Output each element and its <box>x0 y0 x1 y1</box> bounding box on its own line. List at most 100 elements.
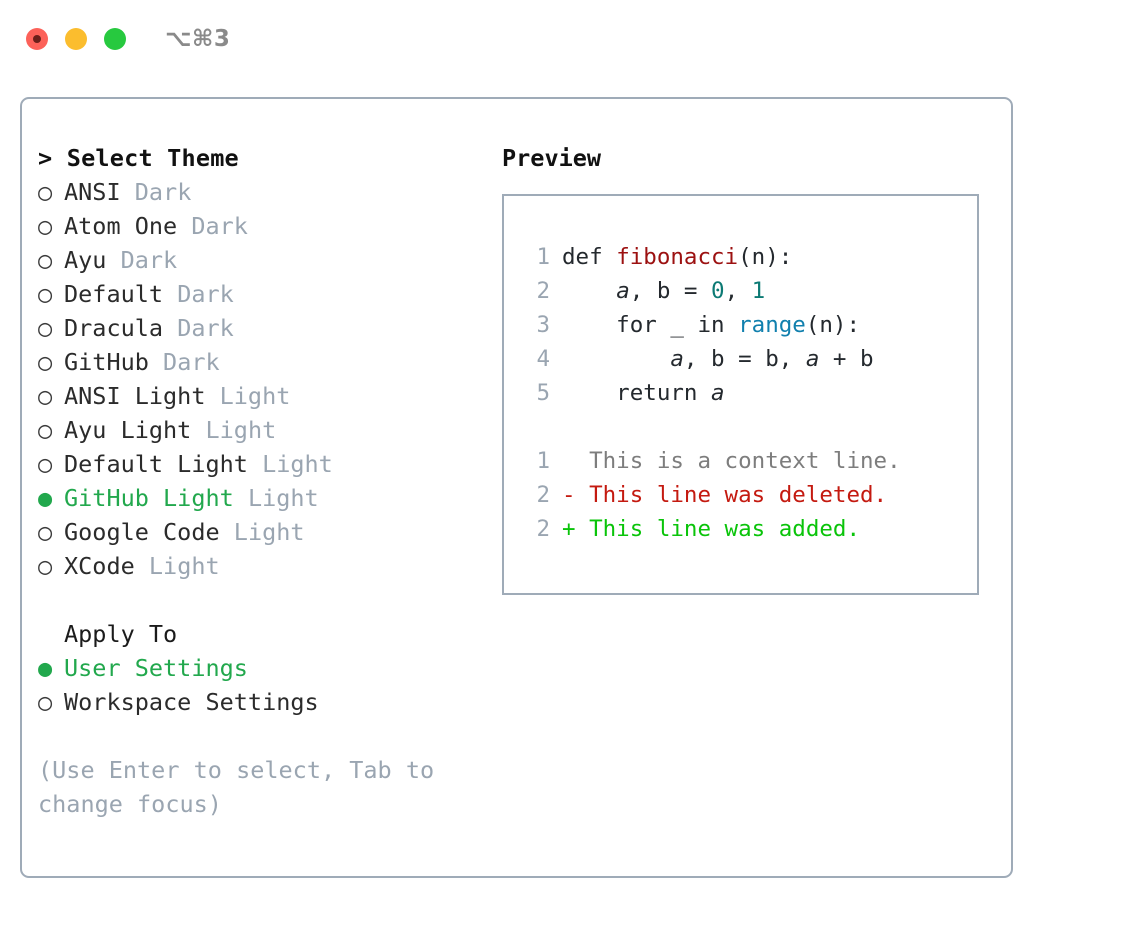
maximize-button[interactable] <box>104 28 126 50</box>
apply-to-option-workspace-settings[interactable]: ○ Workspace Settings <box>38 685 508 719</box>
theme-option-label: Ayu Light <box>64 416 192 444</box>
radio-unselected-icon[interactable]: ○ <box>38 552 53 580</box>
theme-variant-tag: Light <box>205 416 277 444</box>
code-token-plain: (n): <box>738 244 793 270</box>
theme-selector-panel: > Select Theme ○ANSI Dark○Atom One Dark○… <box>20 97 1013 878</box>
code-token-var: a <box>805 346 820 372</box>
theme-option-xcode[interactable]: ○ XCode Light <box>38 549 508 583</box>
diff-line-number: 2 <box>536 516 550 542</box>
code-token-var: a <box>616 278 630 304</box>
radio-unselected-icon[interactable]: ○ <box>38 280 53 308</box>
code-token-plain: (n): <box>805 312 861 338</box>
theme-options-list[interactable]: ○ANSI Dark○Atom One Dark○Ayu Dark○Defaul… <box>38 175 508 583</box>
apply-to-option-label: Workspace Settings <box>64 688 319 716</box>
radio-unselected-icon[interactable]: ○ <box>38 178 53 206</box>
radio-unselected-icon[interactable]: ○ <box>38 314 53 342</box>
select-theme-header: > Select Theme <box>38 141 508 175</box>
theme-variant-tag: Dark <box>134 178 192 206</box>
theme-variant-tag: Dark <box>177 314 234 342</box>
code-line-number: 4 <box>536 346 550 372</box>
theme-variant-tag: Dark <box>120 246 178 274</box>
theme-variant-tag: Light <box>219 382 291 410</box>
title-bar: ⌥⌘3 <box>0 0 1140 78</box>
theme-option-dracula[interactable]: ○Dracula Dark <box>38 311 508 345</box>
code-token-var: a <box>670 346 684 372</box>
theme-option-github-light[interactable]: ● GitHub Light Light <box>38 481 508 515</box>
diff-sign: - <box>562 482 576 508</box>
theme-option-label: Ayu <box>64 246 107 274</box>
close-button[interactable] <box>26 28 48 50</box>
code-token-kwfn: range <box>738 312 806 338</box>
theme-option-ansi-light[interactable]: ○ANSI Light Light <box>38 379 508 413</box>
code-token-fn: fibonacci <box>616 244 739 270</box>
radio-unselected-icon[interactable]: ○ <box>38 212 53 240</box>
code-line-number: 5 <box>536 380 550 406</box>
code-token-num: 1 <box>751 278 766 304</box>
theme-option-default[interactable]: ○Default Dark <box>38 277 508 311</box>
diff-line-del: 2- This line was deleted. <box>524 478 977 512</box>
minimize-button[interactable] <box>65 28 87 50</box>
code-token-plain: def <box>562 244 617 270</box>
theme-option-label: GitHub <box>64 348 149 376</box>
code-token-plain: , b = <box>629 278 712 304</box>
radio-unselected-icon[interactable]: ○ <box>38 518 53 546</box>
theme-option-default-light[interactable]: ○ Default Light Light <box>38 447 508 481</box>
theme-option-google-code[interactable]: ○Google Code Light <box>38 515 508 549</box>
radio-unselected-icon[interactable]: ○ <box>38 450 53 478</box>
apply-to-options-list[interactable]: ● User Settings ○ Workspace Settings <box>38 651 508 719</box>
theme-option-atom-one[interactable]: ○Atom One Dark <box>38 209 508 243</box>
code-token-num: 0 <box>711 278 725 304</box>
code-token-var: a <box>711 380 725 406</box>
theme-option-github[interactable]: ○ GitHub Dark <box>38 345 508 379</box>
select-theme-title: Select Theme <box>66 144 239 172</box>
radio-unselected-icon[interactable]: ○ <box>38 688 53 716</box>
radio-unselected-icon[interactable]: ○ <box>38 246 53 274</box>
radio-unselected-icon[interactable]: ○ <box>38 348 53 376</box>
radio-selected-icon[interactable]: ● <box>38 484 53 512</box>
theme-variant-tag: Light <box>262 450 333 478</box>
code-line: 4 a, b = b, a + b <box>524 342 977 376</box>
diff-line-number: 1 <box>536 448 550 474</box>
diff-text: This is a context line. <box>575 448 901 474</box>
prompt-caret: > <box>38 144 53 172</box>
code-line-number: 2 <box>536 278 550 304</box>
code-token-plain <box>562 278 616 304</box>
theme-option-ayu-light[interactable]: ○ Ayu Light Light <box>38 413 508 447</box>
theme-option-label: GitHub Light <box>64 484 234 512</box>
theme-variant-tag: Light <box>233 518 305 546</box>
theme-option-ayu[interactable]: ○ Ayu Dark <box>38 243 508 277</box>
preview-spacer <box>524 410 977 444</box>
code-token-plain: return <box>562 380 712 406</box>
diff-line-ctx: 1 This is a context line. <box>524 444 977 478</box>
diff-sign: + <box>562 516 576 542</box>
radio-selected-icon[interactable]: ● <box>38 654 53 682</box>
code-line: 5 return a <box>524 376 977 410</box>
theme-variant-tag: Light <box>247 484 319 512</box>
theme-option-ansi[interactable]: ○ANSI Dark <box>38 175 508 209</box>
diff-text: This line was deleted. <box>575 482 888 508</box>
apply-to-option-label: User Settings <box>64 654 248 682</box>
code-token-plain: + b <box>819 346 874 372</box>
code-line-number: 1 <box>536 244 550 270</box>
theme-option-label: XCode <box>64 552 135 580</box>
preview-header: Preview <box>502 144 602 172</box>
radio-unselected-icon[interactable]: ○ <box>38 382 53 410</box>
code-line: 3 for _ in range(n): <box>524 308 977 342</box>
code-line: 2 a, b = 0, 1 <box>524 274 977 308</box>
code-token-plain: , b = b, <box>683 346 806 372</box>
diff-line-add: 2+ This line was added. <box>524 512 977 546</box>
theme-variant-tag: Light <box>148 552 220 580</box>
theme-variant-tag: Dark <box>163 348 220 376</box>
diff-sample: 1 This is a context line.2- This line wa… <box>524 444 977 546</box>
theme-variant-tag: Dark <box>191 212 248 240</box>
theme-option-label: Default Light <box>64 450 248 478</box>
radio-unselected-icon[interactable]: ○ <box>38 416 53 444</box>
apply-to-option-user-settings[interactable]: ● User Settings <box>38 651 508 685</box>
theme-list-column: > Select Theme ○ANSI Dark○Atom One Dark○… <box>38 141 508 821</box>
code-line-number: 3 <box>536 312 550 338</box>
keyboard-hint-text: (Use Enter to select, Tab to change focu… <box>38 756 435 818</box>
